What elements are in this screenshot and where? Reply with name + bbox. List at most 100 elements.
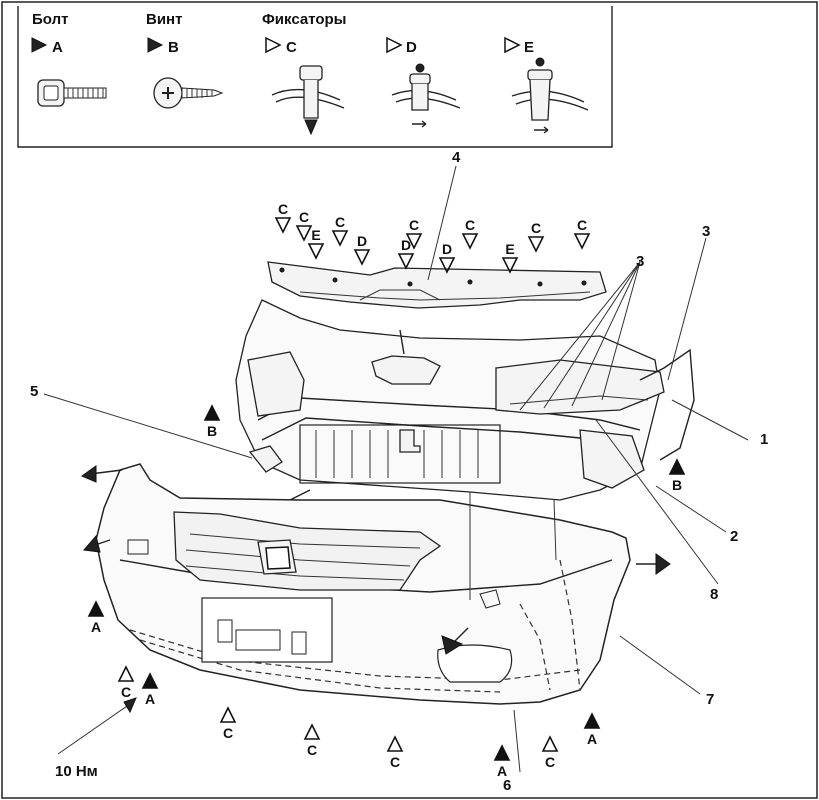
fastener-marker-letter: D (401, 237, 411, 253)
legend-header-screw: Винт (146, 11, 182, 28)
fastener-marker-a: A (141, 672, 159, 707)
fastener-marker-c: C (295, 209, 313, 242)
fastener-marker-c: C (386, 735, 404, 770)
fastener-marker-letter: C (545, 754, 555, 770)
hollow-triangle-icon (386, 735, 404, 752)
legend-mark-c: C (286, 39, 297, 56)
hollow-triangle-icon (541, 735, 559, 752)
filled-triangle-icon (87, 600, 105, 617)
callout-7: 7 (706, 691, 714, 708)
legend-mark-e: E (524, 39, 534, 56)
fastener-marker-c: C (219, 706, 237, 741)
hollow-triangle-icon (274, 217, 292, 234)
leader-lines (43, 165, 749, 773)
callout-6: 6 (503, 777, 511, 794)
fastener-marker-letter: B (207, 423, 217, 439)
fastener-marker-d: D (438, 241, 456, 274)
callout-5: 5 (30, 383, 38, 400)
callout-1: 1 (760, 431, 768, 448)
fastener-marker-c: C (274, 201, 292, 234)
fastener-marker-b: B (203, 404, 221, 439)
fastener-marker-d: D (353, 233, 371, 266)
upper-cover-part-4 (267, 261, 607, 309)
fastener-marker-c: C (573, 217, 591, 250)
hollow-triangle-icon (353, 249, 371, 266)
filled-triangle-icon (583, 712, 601, 729)
hollow-triangle-icon (386, 36, 403, 54)
legend-frame (17, 6, 613, 148)
filled-triangle-icon (493, 744, 511, 761)
legend-header-bolt: Болт (32, 11, 68, 28)
hollow-triangle-icon (573, 233, 591, 250)
fastener-marker-e: E (307, 227, 325, 260)
legend-mark-a: A (52, 39, 63, 56)
filled-triangle-icon (31, 37, 48, 53)
fastener-marker-e: E (501, 241, 519, 274)
fastener-marker-letter: C (278, 201, 288, 217)
fastener-marker-d: D (397, 237, 415, 270)
callout-2: 2 (730, 528, 738, 545)
fastener-marker-letter: C (335, 214, 345, 230)
fastener-marker-c: C (527, 220, 545, 253)
legend-header-clips: Фиксаторы (262, 11, 347, 28)
fastener-marker-letter: A (145, 691, 155, 707)
filled-triangle-icon (141, 672, 159, 689)
callout-numbers: 1 2 3 3 4 5 6 7 8 10 Нм (30, 149, 768, 794)
fastener-marker-letter: C (299, 209, 309, 225)
fastener-marker-c: C (331, 214, 349, 247)
fastener-marker-b: B (668, 458, 686, 493)
bolt-icon (37, 79, 107, 107)
fastener-marker-a: A (493, 744, 511, 779)
fastener-marker-c: C (541, 735, 559, 770)
screw-icon (153, 77, 224, 109)
torque-label: 10 Нм (55, 763, 98, 780)
clip-c-icon (271, 65, 345, 136)
hollow-triangle-icon (265, 36, 282, 54)
callout-3-right: 3 (702, 223, 710, 240)
hollow-triangle-icon (527, 236, 545, 253)
filled-triangle-icon (668, 458, 686, 475)
hollow-triangle-icon (397, 253, 415, 270)
fastener-marker-letter: D (442, 241, 452, 257)
fastener-marker-letter: C (223, 725, 233, 741)
callout-8: 8 (710, 586, 718, 603)
hollow-triangle-icon (307, 243, 325, 260)
grille (173, 511, 442, 591)
fastener-marker-letter: C (307, 742, 317, 758)
hollow-triangle-icon (303, 723, 321, 740)
fastener-marker-c: C (117, 665, 135, 700)
clip-d-icon (391, 63, 461, 128)
filled-triangle-icon (147, 37, 164, 53)
fastener-marker-letter: C (465, 217, 475, 233)
hollow-triangle-icon (219, 706, 237, 723)
legend-mark-d: D (406, 39, 417, 56)
fastener-marker-letter: A (91, 619, 101, 635)
fastener-legend: Болт Винт Фиксаторы A B C D E (17, 6, 613, 148)
fastener-marker-a: A (583, 712, 601, 747)
fastener-marker-letter: C (390, 754, 400, 770)
fastener-marker-letter: C (531, 220, 541, 236)
fastener-marker-letter: C (409, 217, 419, 233)
fastener-marker-c: C (461, 217, 479, 250)
hollow-triangle-icon (295, 225, 313, 242)
hollow-triangle-icon (117, 665, 135, 682)
direction-arrows (80, 329, 671, 655)
fastener-marker-letter: A (587, 731, 597, 747)
clip-e-icon (511, 57, 589, 134)
filled-triangle-icon (203, 404, 221, 421)
callout-4: 4 (452, 149, 461, 166)
callout-3: 3 (636, 253, 644, 270)
hollow-triangle-icon (405, 233, 423, 250)
fastener-marker-letter: E (505, 241, 514, 257)
body-frame (235, 299, 695, 501)
hollow-triangle-icon (331, 230, 349, 247)
fastener-marker-letter: B (672, 477, 682, 493)
fastener-marker-letter: D (357, 233, 367, 249)
fastener-marker-letter: C (121, 684, 131, 700)
hollow-triangle-icon (501, 257, 519, 274)
fastener-marker-a: A (87, 600, 105, 635)
fastener-marker-c: C (405, 217, 423, 250)
